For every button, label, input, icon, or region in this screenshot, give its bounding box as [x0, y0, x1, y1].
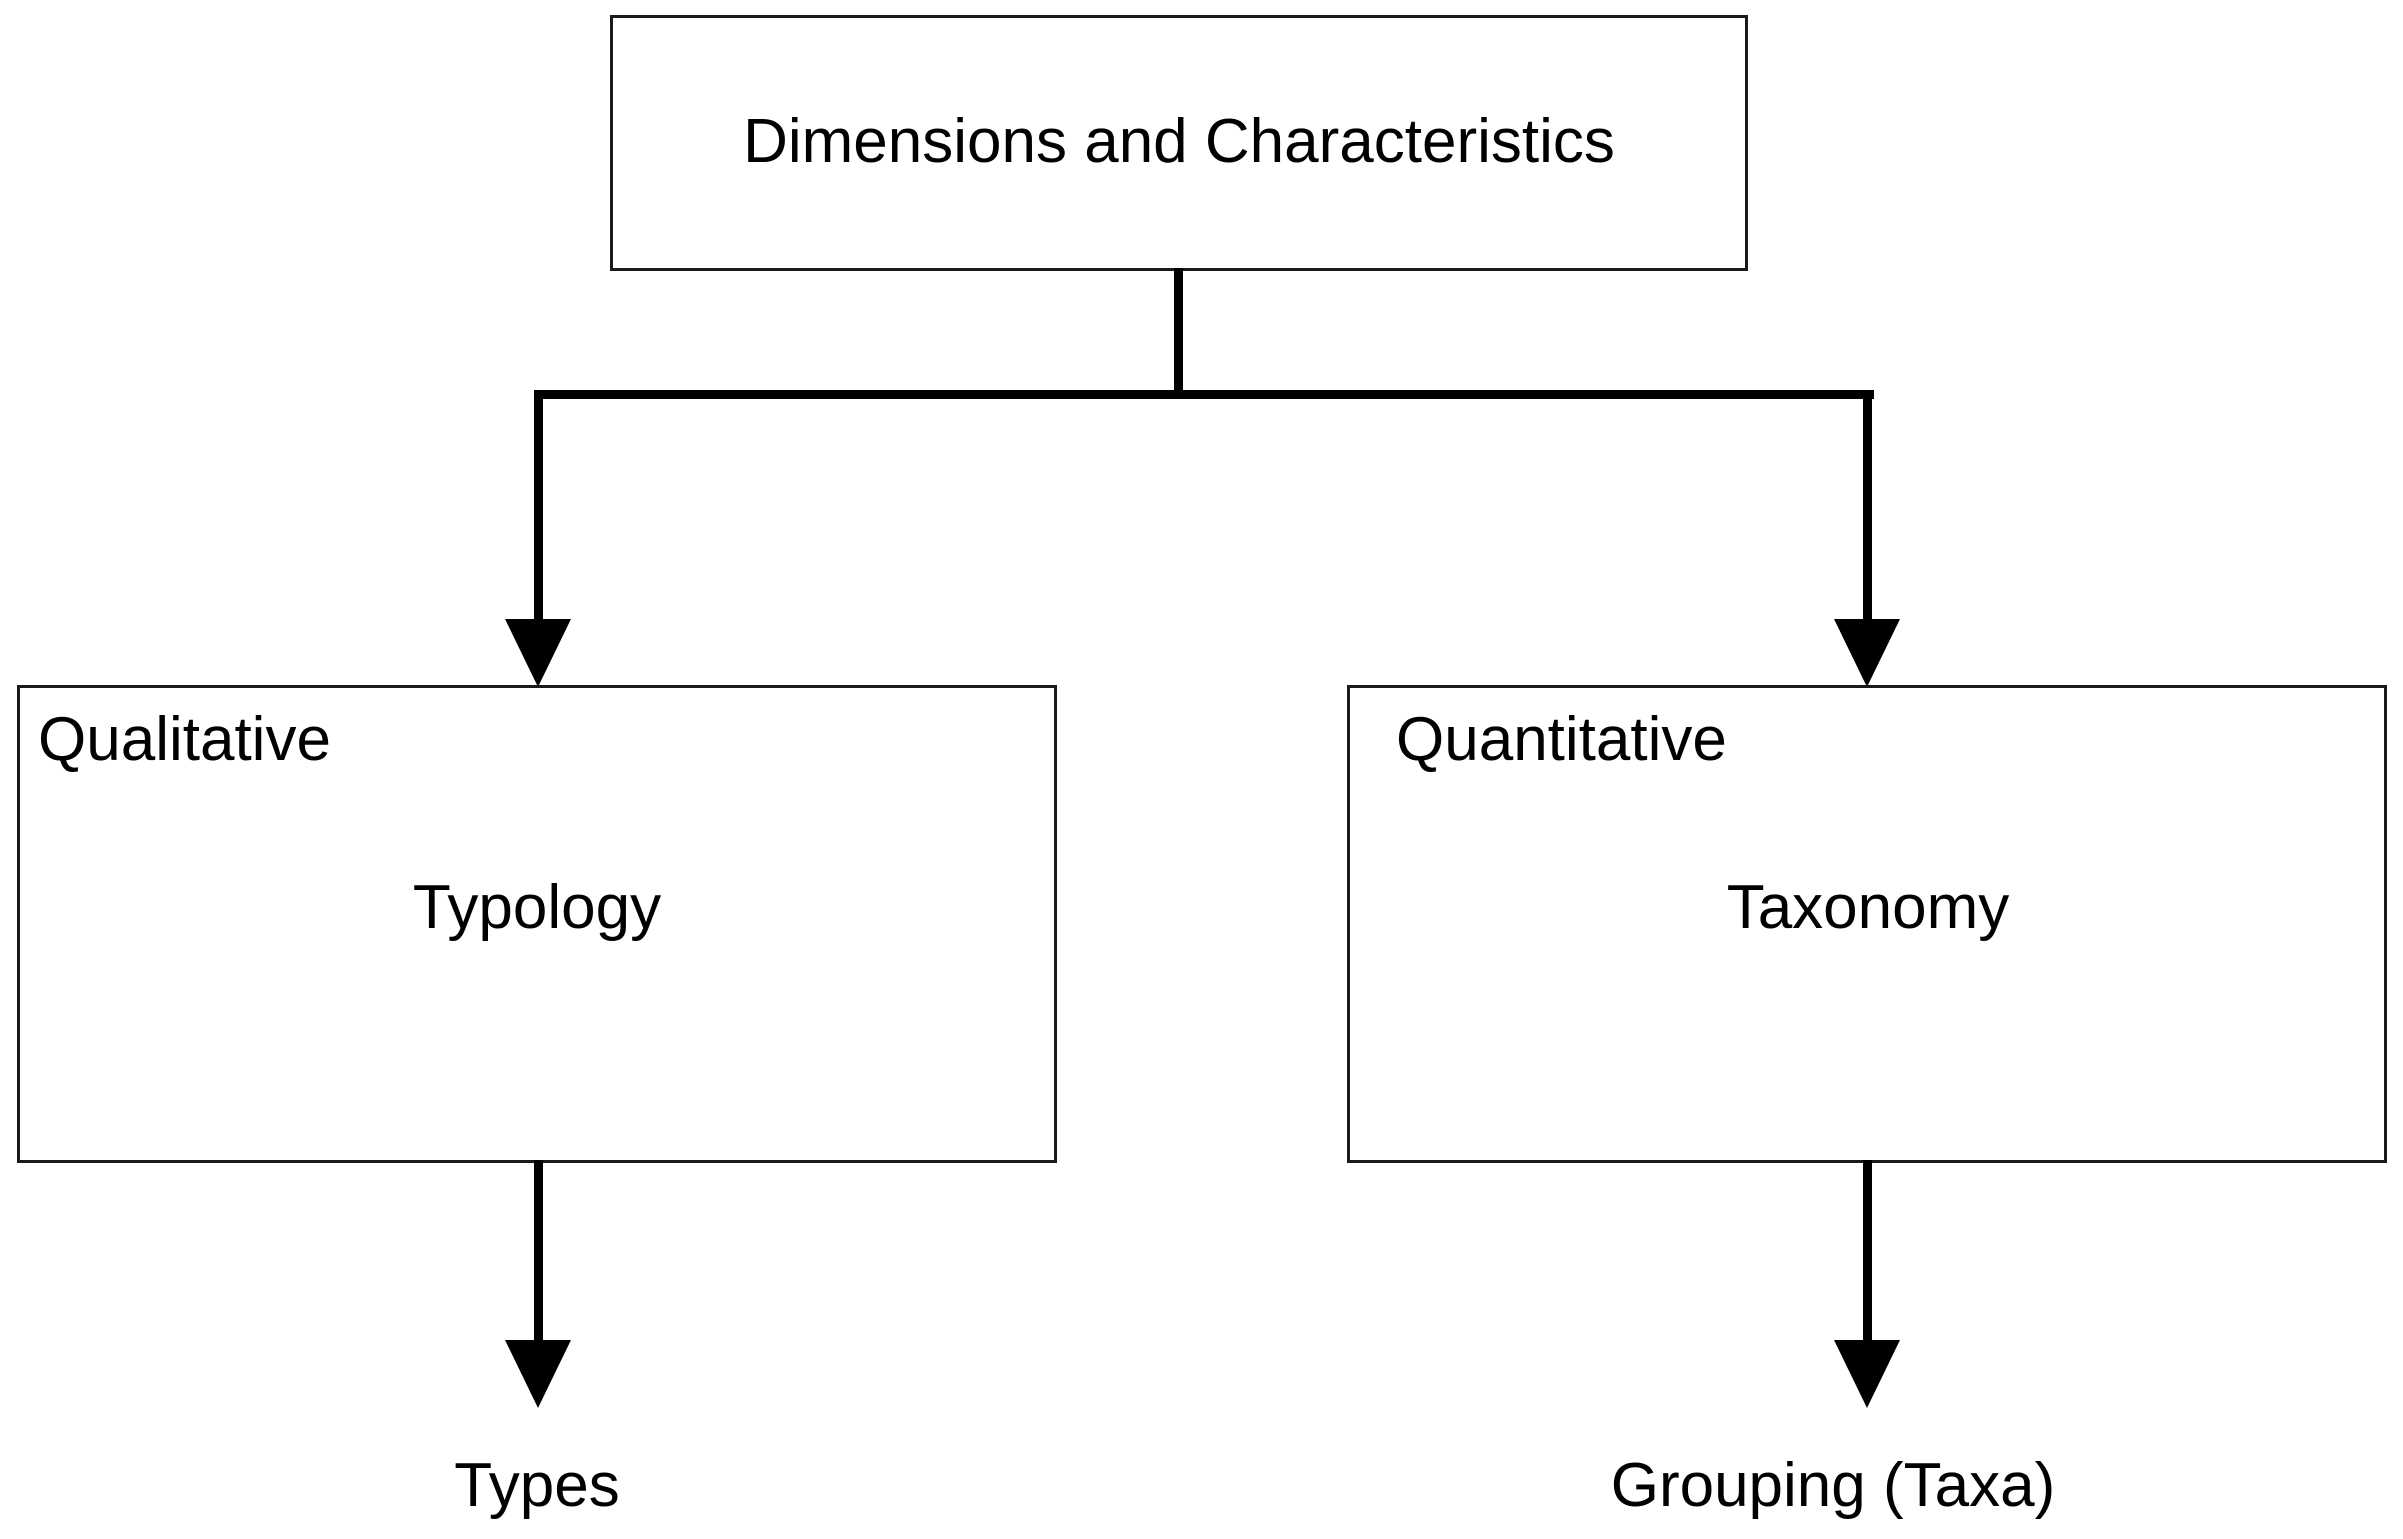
node-center-label-taxonomy: Taxonomy — [1726, 873, 2010, 942]
terminal-label-types: Types — [454, 1451, 620, 1520]
arrowhead-to-grouping-icon — [1834, 1340, 1900, 1408]
node-center-label-typology: Typology — [412, 873, 662, 942]
node-title-root: Dimensions and Characteristics — [743, 107, 1615, 177]
terminal-label-grouping-taxa: Grouping (Taxa) — [1610, 1451, 2056, 1520]
node-corner-label-quantitative: Quantitative — [1396, 705, 1727, 774]
arrowhead-to-quantitative-icon — [1834, 619, 1900, 687]
arrowhead-to-qualitative-icon — [505, 619, 571, 687]
connector-root-stem — [1174, 268, 1183, 399]
node-qualitative-typology[interactable]: Qualitative Typology — [17, 685, 1057, 1163]
connector-typology-to-types — [534, 1160, 543, 1343]
node-corner-label-qualitative: Qualitative — [38, 705, 331, 774]
connector-drop-to-qualitative — [534, 390, 543, 622]
connector-drop-to-quantitative — [1863, 390, 1872, 622]
node-dimensions-and-characteristics[interactable]: Dimensions and Characteristics — [610, 15, 1748, 271]
arrowhead-to-types-icon — [505, 1340, 571, 1408]
node-quantitative-taxonomy[interactable]: Quantitative Taxonomy — [1347, 685, 2387, 1163]
connector-taxonomy-to-grouping — [1863, 1160, 1872, 1343]
connector-horizontal-bus — [534, 390, 1874, 399]
